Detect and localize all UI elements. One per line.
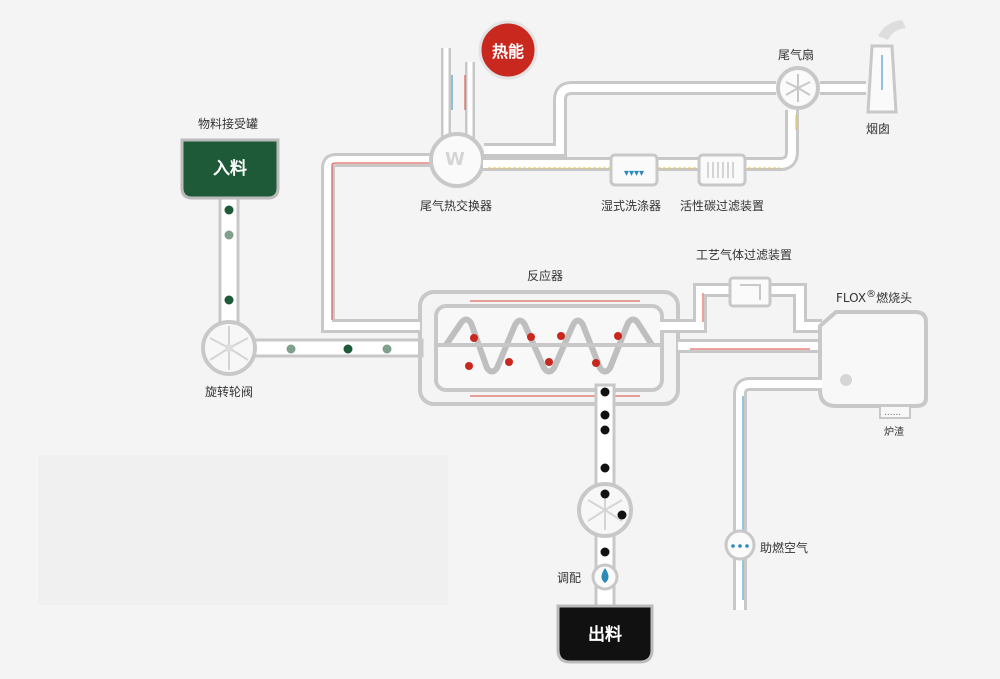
background-panel	[38, 455, 448, 605]
svg-text:......: ......	[884, 408, 901, 418]
heat-ball	[478, 20, 538, 80]
slag-label: 炉渣	[884, 427, 904, 438]
chimney-shape	[866, 20, 906, 114]
carbon-filter-label: 活性碳过滤装置	[680, 199, 765, 213]
rotary-valve-label: 旋转轮阀	[205, 385, 254, 399]
heat-label: 热能	[491, 42, 524, 61]
flox-brand: FLOX	[836, 291, 867, 305]
reactor-shape	[418, 290, 680, 406]
carbon-filter-shape	[697, 153, 747, 187]
burner-shape: ......	[818, 310, 928, 419]
reactor-label: 反应器	[527, 269, 564, 283]
wet-scrubber-shape: ▾▾▾▾	[609, 153, 659, 187]
discharge-particles	[600, 387, 627, 557]
rotary-valve-shape	[201, 320, 257, 376]
tail-fan-shape	[776, 66, 820, 110]
process-gas-filter-label: 工艺气体过滤装置	[696, 248, 793, 262]
burner-head-text: 燃烧头	[876, 291, 913, 305]
dosing-label: 调配	[557, 571, 582, 585]
registered-mark: ®	[866, 289, 877, 300]
combustion-air-label: 助燃空气	[760, 541, 809, 555]
feed-label: 入料	[213, 159, 247, 179]
flox-burner-label: FLOX®燃烧头	[836, 289, 912, 306]
feed-tank	[180, 138, 280, 200]
reactor-to-hx-pipe	[321, 153, 432, 333]
receiving-tank-label: 物料接受罐	[198, 117, 259, 131]
valve-to-reactor-pipe	[248, 338, 424, 358]
exhaust-pipe	[483, 81, 866, 171]
discharge-label: 出料	[588, 625, 622, 645]
svg-text:▾▾▾▾: ▾▾▾▾	[624, 168, 644, 179]
combustion-air-pipe	[724, 377, 822, 610]
wet-scrubber-label: 湿式洗涤器	[601, 199, 662, 213]
chimney-label: 烟囱	[866, 122, 891, 136]
discharge-tank	[556, 604, 654, 664]
tail-fan-label: 尾气扇	[778, 48, 815, 62]
tail-gas-hx-label: 尾气热交换器	[420, 199, 493, 213]
heat-pipe	[441, 48, 475, 140]
hx-symbol: W	[445, 149, 465, 170]
process-gas-line	[660, 276, 822, 353]
